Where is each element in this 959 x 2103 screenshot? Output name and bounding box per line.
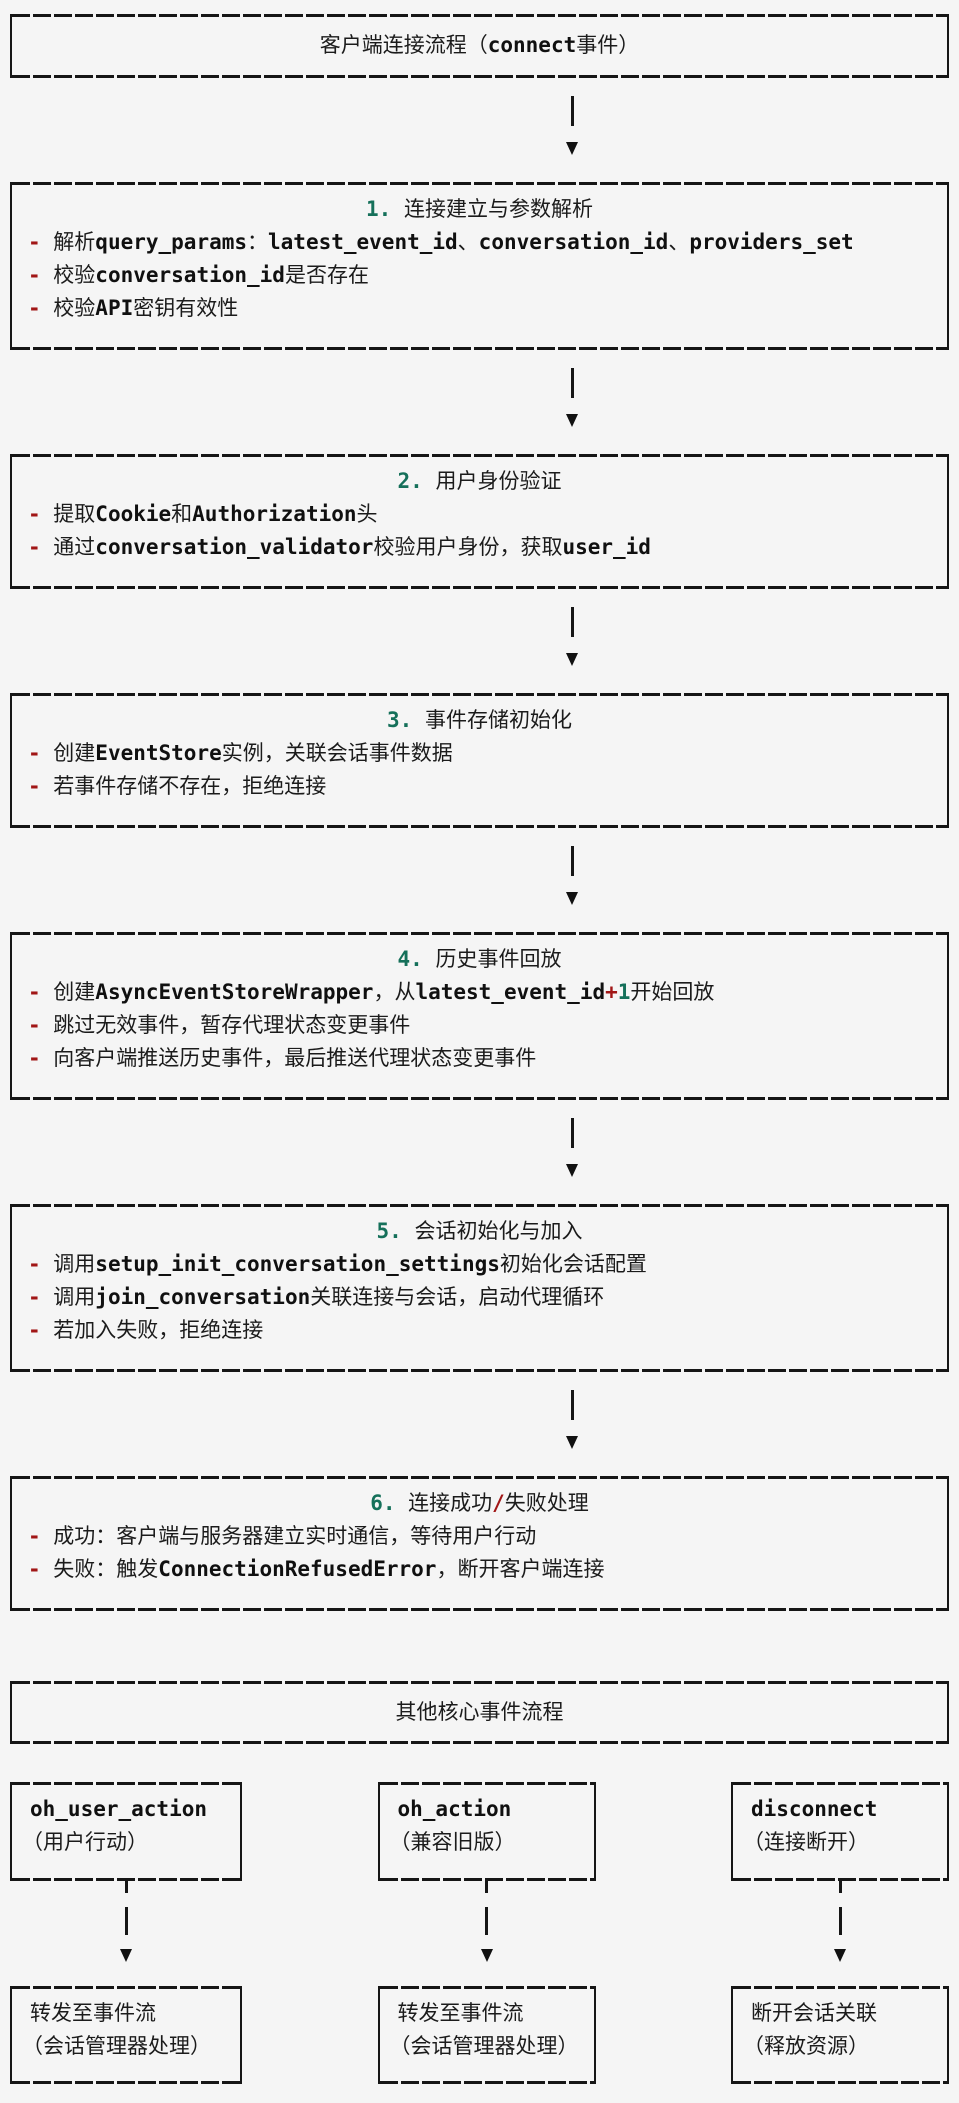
event-box: oh_user_action （用户行动） (10, 1782, 242, 1881)
event-name: oh_user_action (30, 1797, 208, 1821)
connector-stub (838, 1881, 842, 1893)
arrow-head-icon (834, 1949, 846, 1962)
arrow-head-icon (480, 1949, 493, 1962)
handler-line: 转发至事件流 (30, 2001, 156, 2025)
step-bullet: - 向客户端推送历史事件，最后推送代理状态变更事件 (28, 1046, 537, 1070)
step-bullet: - 创建AsyncEventStoreWrapper，从latest_event… (28, 980, 715, 1004)
flow-step-6: 6. 连接成功/失败处理 - 成功：客户端与服务器建立实时通信，等待用户行动 -… (10, 1476, 949, 1611)
down-arrow-connector (731, 1881, 949, 1986)
arrow-head-icon (566, 653, 578, 666)
handler-line: 断开会话关联 (751, 2001, 877, 2025)
step-title: 4. 历史事件回放 (397, 947, 562, 971)
down-arrow-connector (10, 1881, 242, 1986)
flow-step-3: 3. 事件存储初始化 - 创建EventStore实例，关联会话事件数据 - 若… (10, 693, 949, 828)
section-title: 其他核心事件流程 (395, 1700, 564, 1724)
event-box: oh_action （兼容旧版） (377, 1782, 596, 1881)
flow-step-4: 4. 历史事件回放 - 创建AsyncEventStoreWrapper，从la… (10, 932, 949, 1100)
down-arrow-connector (560, 78, 584, 182)
connector-line (570, 368, 574, 398)
event-column-2: oh_action （兼容旧版） 转发至事件流 （会话管理器处理） (377, 1782, 596, 2084)
flow-title-box: 客户端连接流程（connect事件） (10, 14, 949, 78)
event-columns-row: oh_user_action （用户行动） 转发至事件流 （会话管理器处理） o… (10, 1782, 949, 2084)
connector-line (124, 1907, 128, 1935)
step-title: 2. 用户身份验证 (397, 469, 562, 493)
flow-step-2: 2. 用户身份验证 - 提取Cookie和Authorization头 - 通过… (10, 454, 949, 589)
connector-line (570, 1390, 574, 1420)
down-arrow-connector (560, 589, 584, 693)
step-bullet: - 调用join_conversation关联连接与会话，启动代理循环 (28, 1285, 605, 1309)
down-arrow-connector (560, 828, 584, 932)
event-desc: （兼容旧版） (389, 1830, 516, 1854)
step-bullet: - 成功：客户端与服务器建立实时通信，等待用户行动 (28, 1524, 537, 1548)
event-column-1: oh_user_action （用户行动） 转发至事件流 （会话管理器处理） (10, 1782, 242, 2084)
event-name: disconnect (751, 1797, 878, 1821)
flow-title: 客户端连接流程（connect事件） (319, 33, 640, 57)
connector-line (838, 1907, 842, 1935)
handler-desc: （会话管理器处理） (389, 2034, 579, 2058)
step-title: 5. 会话初始化与加入 (376, 1219, 583, 1243)
event-desc: （用户行动） (22, 1830, 148, 1854)
step-bullet: - 跳过无效事件，暂存代理状态变更事件 (28, 1013, 411, 1037)
step-bullet: - 校验conversation_id是否存在 (28, 263, 369, 287)
handler-line: 转发至事件流 (397, 2001, 524, 2025)
arrow-head-icon (566, 414, 578, 427)
step-bullet: - 校验API密钥有效性 (28, 296, 239, 320)
step-bullet: - 失败：触发ConnectionRefusedError，断开客户端连接 (28, 1557, 605, 1581)
step-bullet: - 提取Cookie和Authorization头 (28, 502, 378, 526)
down-arrow-connector (560, 350, 584, 454)
step-bullet: - 若加入失败，拒绝连接 (28, 1318, 264, 1342)
handler-box: 转发至事件流 （会话管理器处理） (10, 1986, 242, 2084)
step-title: 1. 连接建立与参数解析 (366, 197, 593, 221)
connector-line (485, 1907, 488, 1935)
handler-box: 转发至事件流 （会话管理器处理） (377, 1986, 596, 2084)
flow-step-1: 1. 连接建立与参数解析 - 解析query_params：latest_eve… (10, 182, 949, 350)
connector-line (570, 846, 574, 876)
event-box: disconnect （连接断开） (731, 1782, 949, 1881)
flow-step-5: 5. 会话初始化与加入 - 调用setup_init_conversation_… (10, 1204, 949, 1372)
handler-desc: （会话管理器处理） (22, 2034, 211, 2058)
arrow-head-icon (566, 142, 578, 155)
arrow-head-icon (566, 1436, 578, 1449)
handler-desc: （释放资源） (743, 2034, 869, 2058)
connector-line (570, 96, 574, 126)
arrow-head-icon (566, 892, 578, 905)
step-title: 6. 连接成功/失败处理 (370, 1491, 589, 1515)
connector-stub (485, 1881, 488, 1893)
handler-box: 断开会话关联 （释放资源） (731, 1986, 949, 2084)
connector-line (570, 607, 574, 637)
section-title-box: 其他核心事件流程 (10, 1681, 949, 1744)
step-bullet: - 若事件存储不存在，拒绝连接 (28, 774, 327, 798)
step-bullet: - 调用setup_init_conversation_settings初始化会… (28, 1252, 647, 1276)
step-bullet: - 创建EventStore实例，关联会话事件数据 (28, 741, 453, 765)
arrow-head-icon (566, 1164, 578, 1177)
event-column-3: disconnect （连接断开） 断开会话关联 （释放资源） (731, 1782, 949, 2084)
connector-stub (124, 1881, 128, 1893)
down-arrow-connector (560, 1372, 584, 1476)
down-arrow-connector (560, 1100, 584, 1204)
event-desc: （连接断开） (743, 1830, 869, 1854)
arrow-head-icon (120, 1949, 132, 1962)
step-title: 3. 事件存储初始化 (387, 708, 572, 732)
down-arrow-connector (378, 1881, 596, 1986)
step-bullet: - 解析query_params：latest_event_id、convers… (28, 230, 854, 254)
event-name: oh_action (397, 1797, 512, 1821)
connector-line (570, 1118, 574, 1148)
step-bullet: - 通过conversation_validator校验用户身份，获取user_… (28, 535, 651, 559)
